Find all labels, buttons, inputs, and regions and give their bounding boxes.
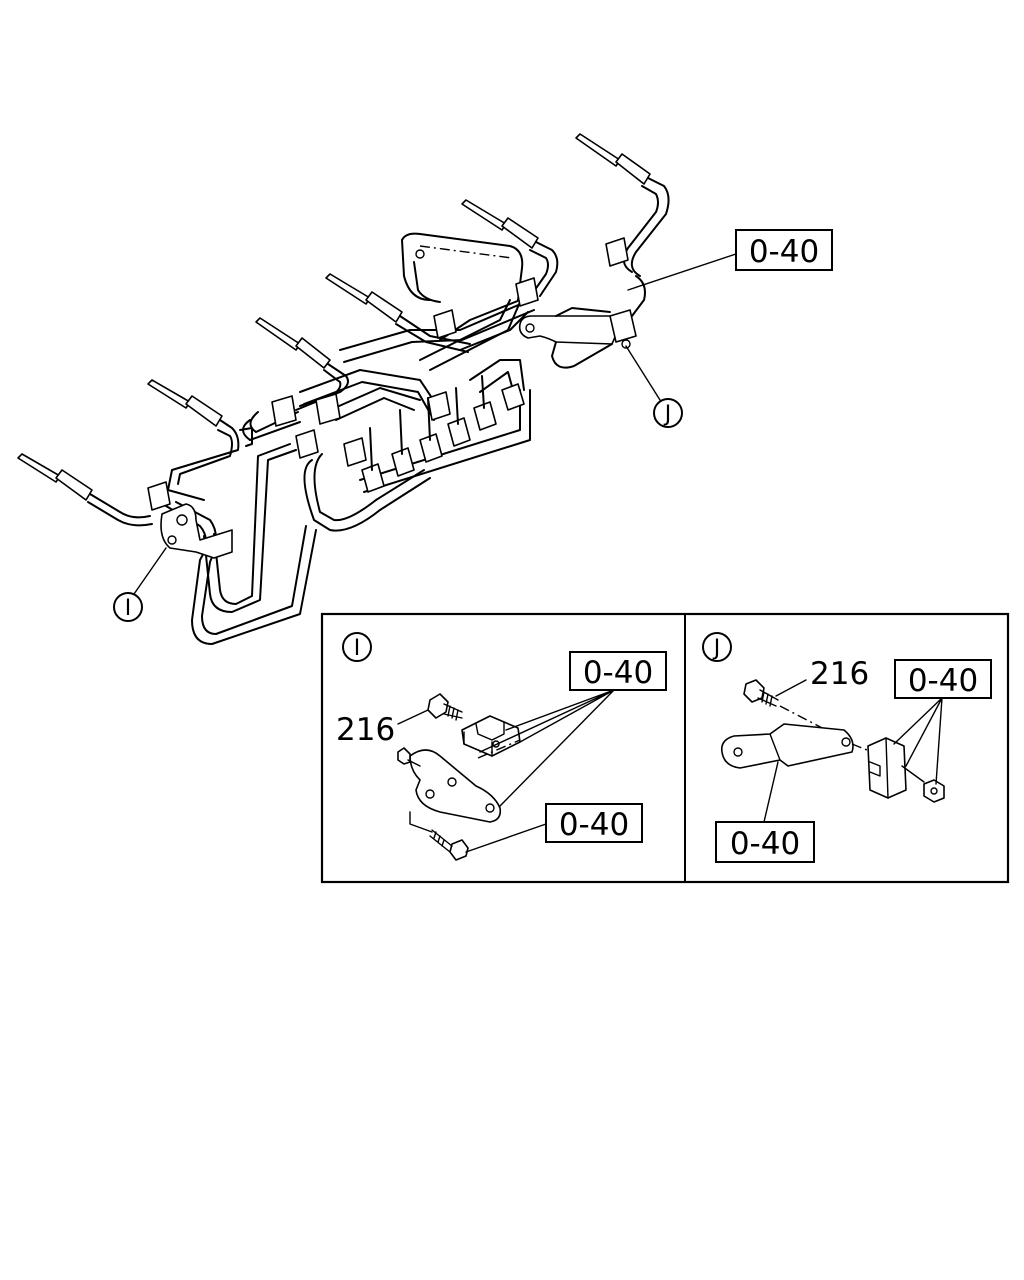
- circle-J-text: J: [663, 402, 672, 427]
- inset-J-bolt-number: 216: [810, 656, 869, 692]
- circle-callout-J: J: [653, 398, 683, 428]
- inset-I-ref-top: 0-40: [569, 651, 667, 691]
- injector-1: [17, 453, 153, 527]
- inset-J-leader-bottom: [763, 761, 779, 823]
- injector-4: [325, 273, 471, 353]
- inset-J-bolt-216: [743, 679, 831, 733]
- inset-I-ref-top-text: 0-40: [583, 655, 653, 691]
- inset-I-bolt-number: 216: [336, 712, 395, 748]
- inset-J: J 0-40 0-40 216: [702, 632, 992, 863]
- main-ref-text: 0-40: [749, 234, 819, 270]
- inset-J-ref-top: 0-40: [894, 659, 992, 699]
- inset-J-ref-bottom: 0-40: [715, 821, 815, 863]
- inset-J-clamp-block: [867, 737, 925, 799]
- bracket-J: [518, 275, 646, 369]
- injector-5: [461, 199, 559, 297]
- pipe-clamps: [147, 237, 629, 511]
- leader-I: [133, 547, 167, 595]
- inset-J-leaders-top: [893, 697, 943, 785]
- inset-I-title: I: [342, 632, 372, 662]
- inset-I-lower-bolt: [409, 811, 469, 861]
- return-pipes: [165, 427, 317, 645]
- inset-J-ref-bottom-text: 0-40: [730, 826, 800, 862]
- delivery-valves: [361, 375, 525, 493]
- inset-I-title-text: I: [354, 636, 361, 661]
- leader-J: [625, 345, 661, 401]
- inset-I-ref-bottom-text: 0-40: [559, 807, 629, 843]
- injector-6: [575, 133, 670, 277]
- inset-I-bracket: [397, 747, 502, 823]
- main-ref-label: 0-40: [735, 229, 833, 271]
- inset-I-leaders-top: [479, 689, 615, 807]
- inset-J-nut: [923, 779, 945, 803]
- circle-I-text: I: [125, 596, 132, 621]
- inset-J-title: J: [702, 632, 732, 662]
- inset-I: I 0-40 0-40 216: [336, 632, 667, 861]
- inset-J-ref-top-text: 0-40: [908, 663, 978, 699]
- inset-I-centerline: [477, 739, 521, 759]
- upper-bracket: [401, 232, 524, 303]
- inset-I-leader-bottom: [465, 823, 547, 853]
- bracket-I: [160, 503, 233, 559]
- inset-J-title-text: J: [712, 636, 721, 661]
- inset-I-bolt-216: [397, 693, 463, 725]
- inset-I-ref-bottom: 0-40: [545, 803, 643, 843]
- leader-main-ref: [627, 253, 737, 291]
- injector-2: [147, 379, 240, 501]
- circle-callout-I: I: [113, 592, 143, 622]
- injection-pipe-assembly: [17, 133, 737, 645]
- inset-J-bracket: [720, 723, 873, 769]
